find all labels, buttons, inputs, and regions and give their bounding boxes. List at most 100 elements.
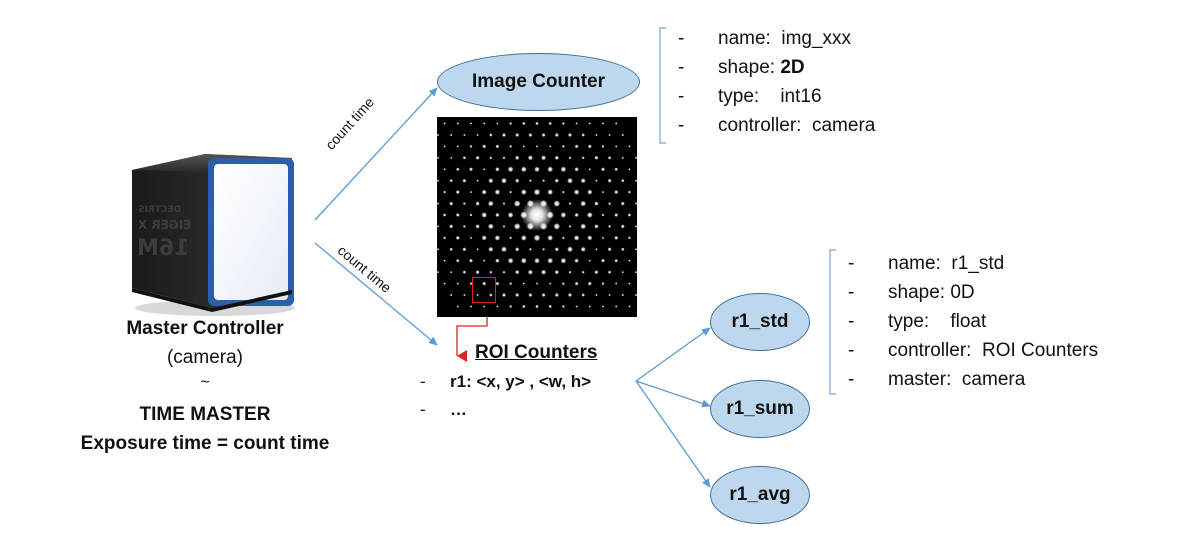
diffraction-spot <box>488 246 494 252</box>
diffraction-spot <box>469 258 473 263</box>
diffraction-spot <box>509 236 512 240</box>
diffraction-spot <box>634 293 637 297</box>
diffraction-spot <box>628 305 631 308</box>
diffraction-spot <box>553 200 561 207</box>
diffraction-spot <box>574 212 579 218</box>
diffraction-spot <box>443 168 446 171</box>
diffraction-spot <box>489 133 493 137</box>
diffraction-spot <box>495 144 500 149</box>
diffraction-spot <box>476 179 479 182</box>
diffraction-spot <box>475 270 480 275</box>
r1-sum-label: r1_sum <box>726 398 794 419</box>
diffraction-spot <box>515 132 520 138</box>
diffraction-spot <box>481 235 487 241</box>
diffraction-spot <box>621 178 625 183</box>
diffraction-spot <box>587 144 592 149</box>
diffraction-spot <box>568 225 572 228</box>
diffraction-spot <box>581 270 585 274</box>
diffraction-spot <box>527 269 533 275</box>
diffraction-spot <box>462 202 466 206</box>
diffraction-spot <box>608 202 612 206</box>
r1-std-node: r1_std <box>710 293 810 351</box>
diffraction-spot <box>615 305 618 308</box>
diffraction-spot <box>529 179 532 183</box>
diffraction-spot <box>574 281 579 286</box>
diffraction-spot <box>548 304 552 309</box>
diffraction-spot <box>615 282 618 285</box>
diffraction-spot <box>520 235 527 241</box>
diffraction-spot <box>513 200 521 207</box>
diffraction-spot <box>549 282 552 285</box>
diffraction-spot <box>463 133 466 137</box>
diffraction-spot <box>456 167 460 172</box>
diffraction-spot <box>437 271 440 274</box>
diffraction-spot <box>507 212 514 218</box>
diffraction-spot <box>469 282 473 286</box>
diffraction-spot <box>575 305 578 308</box>
diffraction-spot <box>601 190 605 194</box>
diffraction-spot <box>580 223 587 230</box>
diffraction-image <box>437 117 637 317</box>
diffraction-spot <box>449 247 453 252</box>
diffraction-spot <box>560 212 567 218</box>
diffraction-pattern <box>437 121 637 317</box>
diffraction-spot <box>573 235 580 241</box>
diffraction-spot <box>495 212 500 218</box>
diffraction-spot <box>547 189 554 195</box>
diffraction-spot <box>607 247 612 252</box>
diffraction-spot <box>534 257 540 264</box>
diffraction-spot <box>561 305 565 308</box>
diffraction-spot <box>443 282 446 285</box>
diffraction-spot <box>594 224 599 229</box>
diffraction-spot <box>469 167 473 172</box>
diffraction-spot <box>501 246 507 253</box>
diffraction-spot <box>483 305 486 308</box>
roi-counters-title: ROI Counters <box>475 342 598 363</box>
diffraction-spot <box>462 156 467 160</box>
diffraction-spot <box>620 224 625 229</box>
diffraction-spot <box>475 155 480 160</box>
diffraction-spot <box>450 156 453 159</box>
diffraction-spot <box>573 189 580 195</box>
diffraction-spot <box>554 247 559 252</box>
diffraction-spot <box>554 155 560 161</box>
image-counter-node: Image Counter <box>437 53 640 111</box>
diffraction-spot <box>501 292 507 298</box>
arrow-to-r1-sum <box>635 380 711 408</box>
diffraction-spot <box>601 236 605 240</box>
diffraction-spot <box>553 223 561 230</box>
camera-model-text: EIGER X <box>138 218 192 232</box>
diffraction-spot <box>495 258 500 263</box>
diffraction-spot <box>501 132 507 138</box>
diffraction-spot <box>634 156 637 159</box>
diffraction-spot <box>462 224 466 228</box>
roi-properties-bracket <box>829 249 836 395</box>
diffraction-spot <box>587 189 593 195</box>
diffraction-spot <box>594 270 599 275</box>
diffraction-spot <box>487 223 494 230</box>
diffraction-spot <box>483 259 486 262</box>
diffraction-spot <box>533 234 541 242</box>
diffraction-spot <box>568 270 572 274</box>
diffraction-spot <box>483 122 486 125</box>
diffraction-spot <box>449 178 453 183</box>
diffraction-spot <box>520 189 527 195</box>
diffraction-spot <box>515 178 520 183</box>
diffraction-spot <box>443 145 446 148</box>
diffraction-spot <box>535 121 539 126</box>
diffraction-spot <box>588 259 591 262</box>
diffraction-spot <box>533 188 541 196</box>
diffraction-spot <box>621 133 625 137</box>
diffraction-spot <box>522 121 526 126</box>
diffraction-spot <box>580 178 586 184</box>
diffraction-spot <box>634 271 637 274</box>
master-title: Master Controller <box>126 318 284 339</box>
diffraction-spot <box>628 259 631 262</box>
diffraction-spot <box>627 190 631 194</box>
diffraction-spot <box>621 247 625 252</box>
diffraction-spot <box>450 271 453 274</box>
diffraction-spot <box>443 190 447 194</box>
diffraction-spot <box>476 133 479 137</box>
diffraction-spot <box>560 166 567 173</box>
diffraction-spot <box>520 166 527 173</box>
